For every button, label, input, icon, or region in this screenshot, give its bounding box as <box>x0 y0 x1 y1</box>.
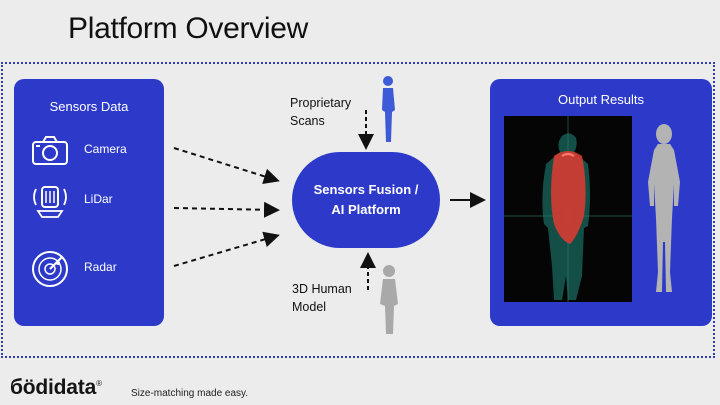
page-title: Platform Overview <box>68 12 308 45</box>
sensor-label-camera: Camera <box>84 142 127 156</box>
body-scan-image <box>504 116 632 302</box>
sensor-label-radar: Radar <box>84 260 117 274</box>
body-scan-view <box>504 116 632 302</box>
fusion-label-line2: AI Platform <box>331 202 401 217</box>
model-line1: 3D Human <box>292 282 352 296</box>
model-line2: Model <box>292 300 327 314</box>
human-model-label: 3D Human Model <box>292 280 352 316</box>
scan-figure-icon <box>382 76 395 142</box>
fusion-node: Sensors Fusion / AI Platform <box>292 152 440 248</box>
sensor-item-radar: Radar <box>14 249 164 289</box>
brand-prefix: б <box>10 376 23 399</box>
arrow-radar-to-fusion <box>173 231 280 267</box>
brand-logo: бödidata® <box>10 376 102 400</box>
sensor-item-lidar: LiDar <box>14 181 164 221</box>
fusion-label-line1: Sensors Fusion / <box>313 182 419 197</box>
proprietary-line2: Scans <box>290 114 325 128</box>
arrow-lidar-to-fusion <box>173 201 280 218</box>
radar-icon <box>32 251 68 287</box>
camera-icon <box>32 136 68 165</box>
sensor-label-lidar: LiDar <box>84 192 113 206</box>
sensor-item-camera: Camera <box>14 131 164 171</box>
proprietary-line1: Proprietary <box>290 96 352 110</box>
brand-name: ödidata <box>22 376 97 399</box>
sensors-panel-title: Sensors Data <box>49 99 129 114</box>
human-model-icon <box>380 265 398 334</box>
output-panel-title: Output Results <box>558 92 644 107</box>
lidar-icon <box>33 186 67 218</box>
arrow-camera-to-fusion <box>173 147 280 185</box>
body-model-icon <box>648 124 680 292</box>
overview-frame <box>1 62 715 358</box>
proprietary-scans-label: Proprietary Scans <box>290 94 351 130</box>
sensors-panel: Sensors Data Camera LiDar Ra <box>14 79 164 326</box>
registered-mark: ® <box>96 379 102 388</box>
brand-tagline: Size-matching made easy. <box>131 388 249 399</box>
